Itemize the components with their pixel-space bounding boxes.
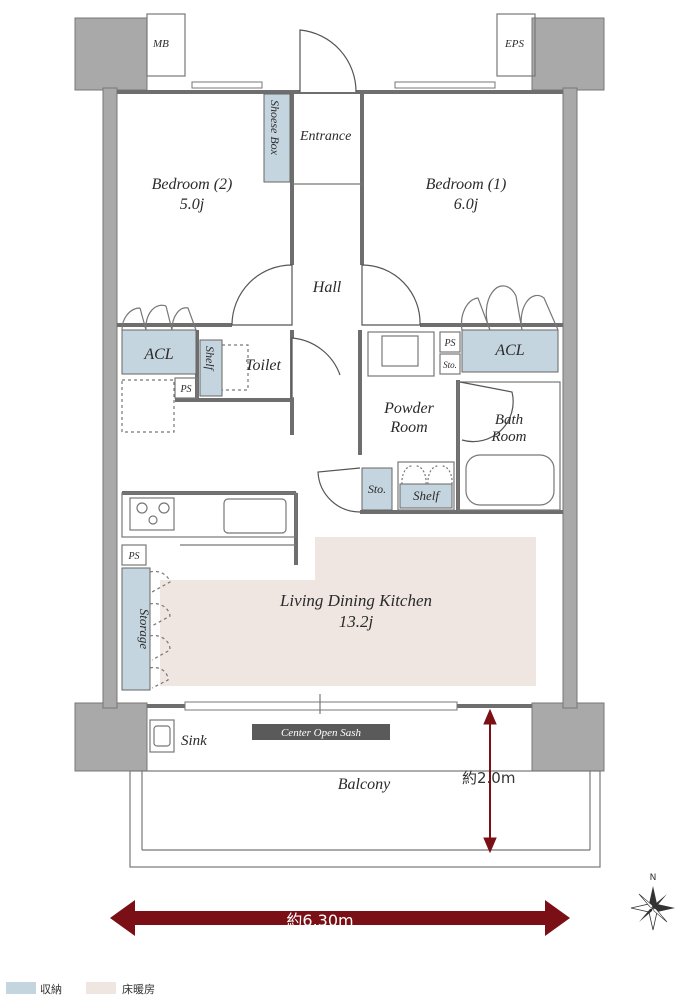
- balcony-sink: [149, 719, 175, 753]
- bedroom1-label: Bedroom (1): [426, 176, 507, 193]
- ps-right-box: [439, 331, 461, 353]
- balcony-depth-arrow: [483, 708, 497, 854]
- ldk-label: Living Dining Kitchen: [279, 591, 432, 610]
- bedroom2-size: 5.0j: [180, 196, 205, 213]
- stove: [129, 497, 175, 531]
- burner-icon: [148, 515, 158, 525]
- shoes-box: [263, 93, 291, 183]
- entrance-door: [299, 29, 357, 93]
- balcony-depth-label: 約2.0m: [462, 769, 515, 787]
- center-open-sash-window: [184, 701, 458, 711]
- door-bedroom2: [231, 264, 293, 326]
- center-open-sash-tag: [252, 724, 390, 740]
- entrance-label: Entrance: [299, 129, 351, 144]
- width-dimension-arrow: [110, 900, 570, 936]
- kitchen-sink: [223, 498, 287, 534]
- hall-label: Hall: [312, 279, 342, 296]
- door-bath: [459, 381, 514, 443]
- sto-right-label: Sto.: [443, 360, 457, 370]
- ps-right-label: PS: [443, 338, 455, 349]
- balcony-sink-bowl: [153, 725, 171, 747]
- bath-room-wall: [457, 381, 561, 511]
- sto-powder-label: Sto.: [368, 482, 386, 496]
- toilet-shelf-label: Shelf: [203, 346, 217, 372]
- ps-kitchen-box: [121, 544, 147, 566]
- ps-kitchen-label: PS: [127, 551, 139, 562]
- acl-left-label: ACL: [143, 346, 173, 363]
- floor-heating-area: [160, 537, 536, 686]
- eps-label: EPS: [504, 38, 524, 50]
- wall-bottom-left: [74, 702, 148, 772]
- legend-storage-swatch: [6, 982, 36, 994]
- toilet-label: Toilet: [245, 357, 281, 374]
- bathtub: [465, 454, 555, 506]
- wall-bottom-right: [531, 702, 605, 772]
- acl-left: [121, 329, 197, 375]
- ldk-size: 13.2j: [339, 612, 374, 631]
- ps-toilet-label: PS: [179, 384, 191, 395]
- acl-left-doors: [121, 304, 197, 331]
- wall-top-left: [74, 17, 148, 91]
- wash-basin: [381, 335, 419, 367]
- legend-floor-heating-swatch: [86, 982, 116, 994]
- storage-label: Storage: [137, 609, 152, 650]
- kitchen-counter: [121, 492, 297, 538]
- powder-shelf-label: Shelf: [413, 488, 441, 503]
- burner-icon: [136, 502, 148, 514]
- bath-room-label-2: Room: [491, 429, 527, 445]
- acl-right-label: ACL: [494, 342, 524, 359]
- fridge-space: [121, 379, 175, 433]
- ps-toilet-box: [174, 377, 198, 399]
- bath-room-label-1: Bath: [495, 412, 523, 428]
- powder-room-label-1: Powder: [383, 400, 435, 417]
- center-open-sash-label: Center Open Sash: [281, 727, 362, 739]
- window-bedroom1: [394, 81, 496, 89]
- burner-icon: [158, 502, 170, 514]
- powder-room-label-2: Room: [389, 419, 427, 436]
- legend-floor-heating-label: 床暖房: [122, 982, 155, 996]
- sink-label: Sink: [181, 733, 207, 749]
- wall-right: [562, 87, 578, 709]
- mb-box: [146, 13, 186, 77]
- bedroom1-size: 6.0j: [454, 196, 479, 213]
- eps-box: [496, 13, 536, 77]
- window-bedroom2: [191, 81, 263, 89]
- washing-machine: [367, 331, 435, 377]
- storage: [121, 567, 151, 691]
- toilet-shelf: [199, 339, 223, 397]
- balcony-label: Balcony: [338, 776, 391, 793]
- mb-label: MB: [152, 38, 169, 50]
- wall-left: [102, 87, 118, 709]
- shoes-box-label: Shoese Box: [268, 100, 282, 156]
- compass-north-label: N: [650, 873, 657, 883]
- acl-right: [461, 329, 559, 373]
- balcony-area: [129, 770, 601, 868]
- sto-right-box: [439, 353, 461, 375]
- width-label: 約6.30m: [286, 911, 353, 930]
- toilet-seat: [222, 344, 249, 391]
- powder-shelf-doors: [401, 465, 453, 485]
- acl-right-doors: [460, 285, 559, 331]
- bedroom2-label: Bedroom (2): [152, 176, 233, 193]
- storage-doors: [149, 570, 171, 689]
- door-toilet: [291, 337, 341, 398]
- compass-icon: [630, 886, 675, 931]
- sto-powder: [361, 467, 393, 511]
- door-powder: [317, 467, 361, 513]
- wall-top-right: [531, 17, 605, 91]
- door-bedroom1: [361, 264, 421, 326]
- powder-shelf-frame: [397, 461, 455, 511]
- legend-storage-label: 収納: [40, 983, 62, 996]
